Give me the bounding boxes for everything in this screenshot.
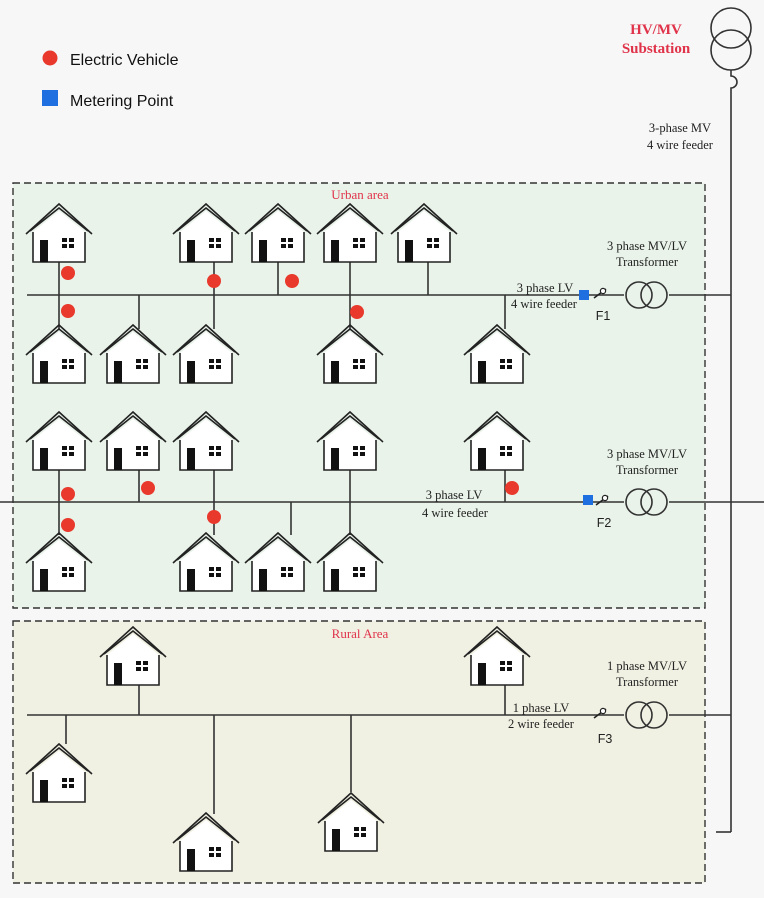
ev-dot [505,481,519,495]
feeder-f2-tx-line2: Transformer [616,463,679,477]
ev-dot [61,487,75,501]
substation-label-line1: HV/MV [630,22,682,38]
feeder-f1-lv-line2: 4 wire feeder [511,297,578,311]
feeder-f2: 3 phase LV 4 wire feeder 3 phase MV/LV T… [0,411,764,592]
feeder-f3-id: F3 [598,732,613,746]
metering-point [583,495,593,505]
mv-feeder-label-line2: 4 wire feeder [647,138,714,152]
transformer-icon [625,701,668,729]
legend-meter-square [42,90,58,106]
substation: HV/MV Substation [622,7,752,90]
rural-area-title: Rural Area [332,626,389,641]
transformer-icon [625,488,668,516]
feeder-f2-tx-line1: 3 phase MV/LV [607,447,687,461]
ev-dot [350,305,364,319]
substation-coil-top [710,7,752,49]
legend-meter-label: Metering Point [70,93,174,110]
switch-icon [595,494,609,506]
ev-dot [61,518,75,532]
ev-dot [141,481,155,495]
urban-area-title: Urban area [331,187,389,202]
feeder-f2-lv-line1: 3 phase LV [426,488,482,502]
feeder-f3: 1 phase LV 2 wire feeder 1 phase MV/LV T… [25,626,731,872]
feeder-f3-lv-line2: 2 wire feeder [508,717,575,731]
feeder-f1: 3 phase LV 4 wire feeder 3 phase MV/LV T… [25,203,731,384]
substation-label-line2: Substation [622,41,691,57]
legend-ev-label: Electric Vehicle [70,52,179,69]
legend-ev-dot [42,50,58,66]
mv-feeder-label-line1: 3-phase MV [649,121,711,135]
ev-dot [61,266,75,280]
ev-dot [61,304,75,318]
feeder-f1-lv-line1: 3 phase LV [517,281,573,295]
feeder-f2-lv-line2: 4 wire feeder [422,506,489,520]
switch-icon [593,287,607,299]
ev-dot [207,510,221,524]
ev-dot [207,274,221,288]
feeder-f1-tx-line1: 3 phase MV/LV [607,239,687,253]
substation-coil-bottom [710,29,752,71]
feeder-f3-tx-line1: 1 phase MV/LV [607,659,687,673]
switch-icon [593,707,607,719]
feeder-f1-tx-line2: Transformer [616,255,679,269]
transformer-icon [625,281,668,309]
feeder-f3-lv-line1: 1 phase LV [513,701,569,715]
metering-point [579,290,589,300]
feeder-f1-id: F1 [596,309,611,323]
feeder-f3-tx-line2: Transformer [616,675,679,689]
legend: Electric Vehicle Metering Point [42,50,179,110]
ev-dot [285,274,299,288]
feeder-f2-id: F2 [597,516,612,530]
